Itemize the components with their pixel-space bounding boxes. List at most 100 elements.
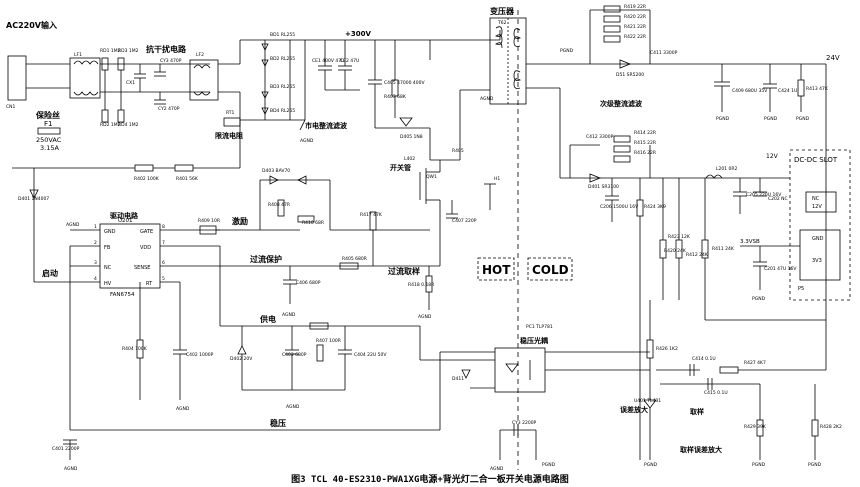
component-label: R417 47K: [360, 212, 383, 218]
label-mains-rectify: 市电整流滤波: [305, 121, 348, 130]
ic-pin-vdd: VDD: [140, 245, 151, 251]
ic-pin-num: 4: [94, 276, 97, 282]
component-label: C411 3300P: [650, 50, 678, 56]
component-label: CY3 2200P: [512, 420, 537, 426]
ground-pgnd: PGND: [752, 296, 766, 302]
connector-cn1: [7, 55, 27, 101]
component-label: D401 1N4007: [18, 196, 49, 202]
ground-agnd: AGND: [176, 406, 190, 412]
component-label: R420 24K: [664, 248, 687, 254]
voltage-24: 24V: [826, 54, 840, 62]
component-label: RD3 1M2: [118, 48, 139, 54]
label-hot: HOT: [482, 263, 511, 277]
component-label: R419 22R: [624, 4, 646, 10]
component-label: RD1 1M2: [100, 48, 121, 54]
ground-pgnd: PGND: [716, 116, 730, 122]
label-over-current-sample: 过流取样: [388, 266, 420, 276]
component-label: R403 68K: [384, 94, 407, 100]
component-label: LF2: [196, 52, 204, 58]
component-label: U401 TL431: [634, 398, 661, 404]
ground-agnd: AGND: [64, 466, 78, 472]
voltage-300: +300V: [345, 30, 371, 38]
component-label: R421 22R: [624, 24, 646, 30]
component-label: C206 1500U 16V: [600, 204, 639, 210]
label-excitation: 激励: [232, 216, 248, 226]
component-label: D401 SR3100: [588, 184, 619, 190]
component-label: R402 100K: [134, 176, 160, 182]
fuse-rating: 250VAC: [36, 136, 62, 144]
ground-agnd: AGND: [66, 222, 80, 228]
label-inrush-limit: 限流电阻: [215, 131, 243, 140]
ic-ref: U201: [118, 218, 133, 224]
component-label: C405 47000 400V: [384, 80, 425, 86]
component-label: QW1: [426, 174, 437, 180]
ic-pin-rt: RT: [146, 281, 153, 287]
component-label: R413 47K: [806, 86, 829, 92]
component-label: CE2 47U: [340, 58, 359, 64]
component-label: BD4 RL255: [270, 108, 295, 114]
ground-agnd: AGND: [286, 404, 300, 410]
ground-agnd: AGND: [480, 96, 494, 102]
ic-pin-nc: NC: [104, 265, 112, 271]
component-label: R420 22R: [624, 14, 646, 20]
figure-caption: 图3 TCL 40-ES2310-PWA1XG电源+背光灯二合一板开关电源电路图: [291, 473, 569, 485]
ic-pin-sense: SENSE: [134, 265, 150, 271]
ic-pin-num: 3: [94, 260, 97, 266]
ic-pin-num: 2: [94, 240, 97, 246]
voltage-3v3: 3.3VSB: [740, 239, 760, 245]
component-label: R424 3K9: [644, 204, 666, 210]
slot-pin: 3V3: [812, 258, 822, 264]
component-label: RD2 1M2: [100, 122, 121, 128]
ground-agnd: AGND: [282, 312, 296, 318]
component-label: T62: [497, 20, 507, 26]
slot-pin: 12V: [812, 204, 822, 210]
component-label: C407 220P: [452, 218, 477, 224]
label-ac-input: AC220V输入: [6, 20, 57, 30]
ic-pin-fb: FB: [104, 245, 111, 251]
component-label: CE1 400V 47U: [312, 58, 344, 64]
component-label: RD4 1M2: [118, 122, 139, 128]
label-sample-error-amp: 取样误差放大: [680, 445, 722, 454]
slot-pin: GND: [812, 236, 824, 242]
ic-pin-gnd: GND: [104, 229, 116, 235]
label-power-supply: 供电: [259, 314, 276, 324]
fuse-ref: F1: [44, 120, 52, 128]
component-label: R405 680R: [342, 256, 367, 262]
component-label: R428 2K2: [820, 424, 842, 430]
component-label: C201 47U 16V: [764, 266, 797, 272]
ground-labels: AGND PGND AGND PGND PGND PGND AGND AGND …: [64, 48, 822, 472]
component-label: R409 10R: [198, 218, 220, 224]
ground-pgnd: PGND: [808, 462, 822, 468]
component-label: H1: [494, 176, 500, 182]
component-label: C205 220U 16V: [746, 192, 782, 198]
ic-pin-num: 6: [162, 260, 165, 266]
label-sampling: 取样: [690, 407, 704, 416]
ic-pin-num: 1: [94, 224, 97, 230]
component-label: PC1 TLP781: [526, 324, 553, 330]
component-label: CN1: [6, 104, 16, 110]
component-label: R427 4K7: [744, 360, 766, 366]
component-label: C401 2200P: [52, 446, 80, 452]
component-label: D405 1N8: [400, 134, 423, 140]
component-label: C404 22U 50V: [354, 352, 387, 358]
component-label: L201 0R2: [716, 166, 738, 172]
fuse-block: F1 250VAC 3.15A: [36, 120, 62, 152]
component-label: LF1: [74, 52, 82, 58]
component-label: R414 22R: [634, 130, 656, 136]
slot-pin: P5: [798, 286, 804, 292]
component-label: R429 39K: [744, 424, 767, 430]
label-transformer: 变压器: [490, 6, 515, 16]
component-label: C424 1U: [778, 88, 797, 94]
ic-part: FAN6754: [110, 292, 135, 298]
ground-pgnd: PGND: [752, 462, 766, 468]
voltage-labels: +300V 24V 12V 3.3VSB: [345, 30, 840, 245]
component-label: C412 3300P: [586, 134, 614, 140]
ic-pin-hv: HV: [104, 281, 112, 287]
component-label: BD2 RL255: [270, 56, 295, 62]
component-label: C406 680P: [296, 280, 321, 286]
ground-pgnd: PGND: [542, 462, 556, 468]
component-label: R408 47R: [268, 202, 290, 208]
ic-pin-num: 7: [162, 240, 165, 246]
component-label: C415 0.1U: [704, 390, 728, 396]
